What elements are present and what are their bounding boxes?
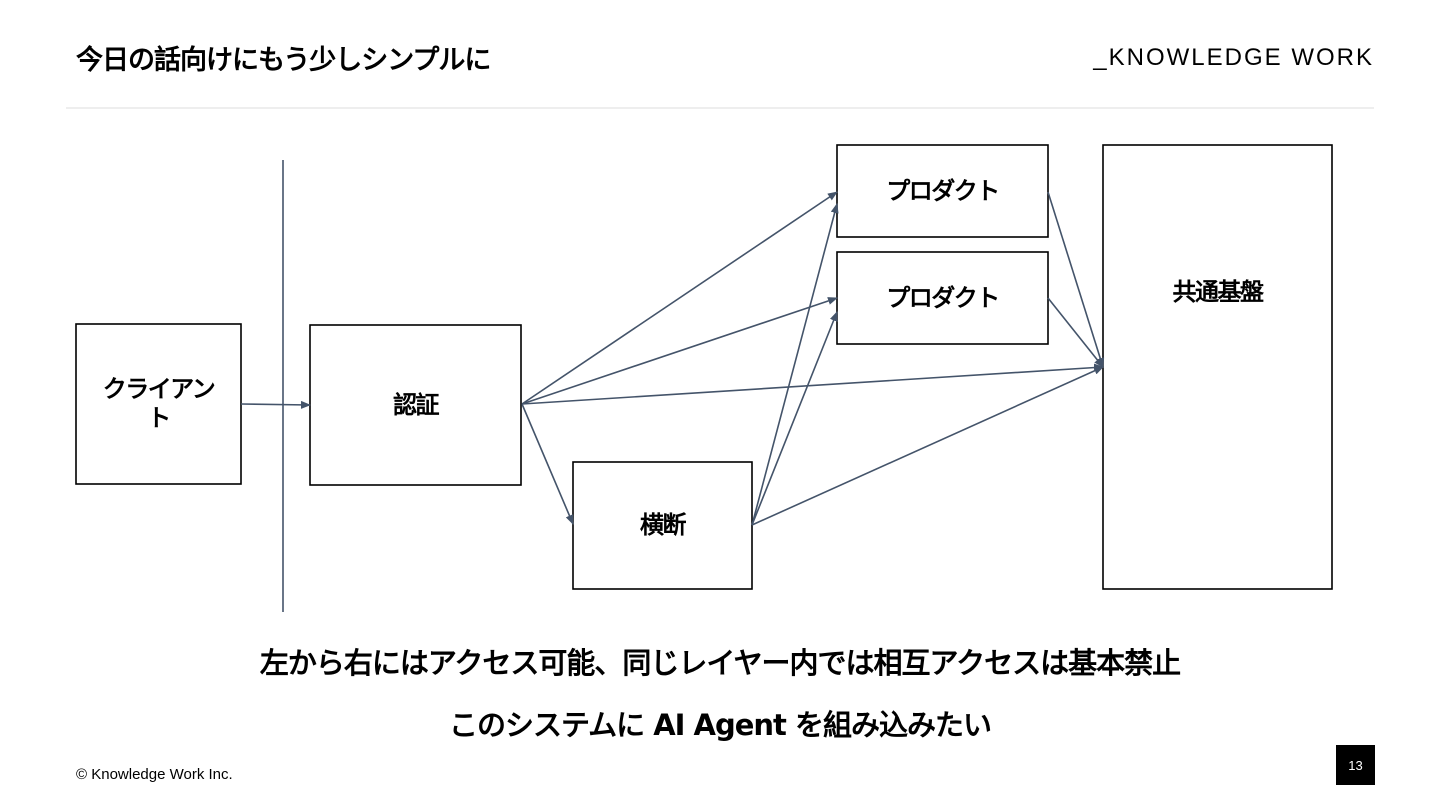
edge-auth-to-product-2 xyxy=(521,297,838,405)
node-auth-box xyxy=(309,324,522,486)
node-cross-box xyxy=(572,461,753,590)
slide-title: 今日の話向けにもう少しシンプルに xyxy=(76,45,491,76)
edge-cross-to-platform xyxy=(751,366,1104,526)
header-divider xyxy=(66,107,1374,109)
brand-logo: _KNOWLEDGE WORK xyxy=(1093,44,1374,71)
caption-ai-agent: このシステムに AI Agent を組み込みたい xyxy=(448,708,992,742)
node-client-box xyxy=(75,323,242,485)
edge-product-2-to-platform xyxy=(1047,297,1104,368)
node-platform-box xyxy=(1102,144,1333,590)
caption-access-rule: 左から右にはアクセス可能、同じレイヤー内では相互アクセスは基本禁止 xyxy=(259,646,1181,680)
node-auth-label: 認証 xyxy=(393,390,440,419)
node-product-1-label: プロダクト xyxy=(886,176,1000,205)
node-platform-label: 共通基盤 xyxy=(1172,277,1265,306)
node-product-1-box xyxy=(836,144,1049,238)
node-product-2-label: プロダクト xyxy=(886,283,1000,312)
copyright-notice: © Knowledge Work Inc. xyxy=(76,766,233,783)
edge-client-to-auth xyxy=(240,400,311,409)
edge-cross-to-product-1 xyxy=(751,203,839,526)
edge-auth-to-product-1 xyxy=(521,191,838,405)
edge-auth-to-platform xyxy=(521,363,1104,405)
node-product-2-box xyxy=(836,251,1049,345)
edge-cross-to-product-2 xyxy=(751,311,838,526)
page-number: 13 xyxy=(1336,745,1375,785)
edge-product-1-to-platform xyxy=(1047,191,1105,368)
edge-auth-to-cross xyxy=(521,403,574,525)
node-cross-label: 横断 xyxy=(640,511,687,540)
node-client-label: クライアン ト xyxy=(102,375,216,432)
